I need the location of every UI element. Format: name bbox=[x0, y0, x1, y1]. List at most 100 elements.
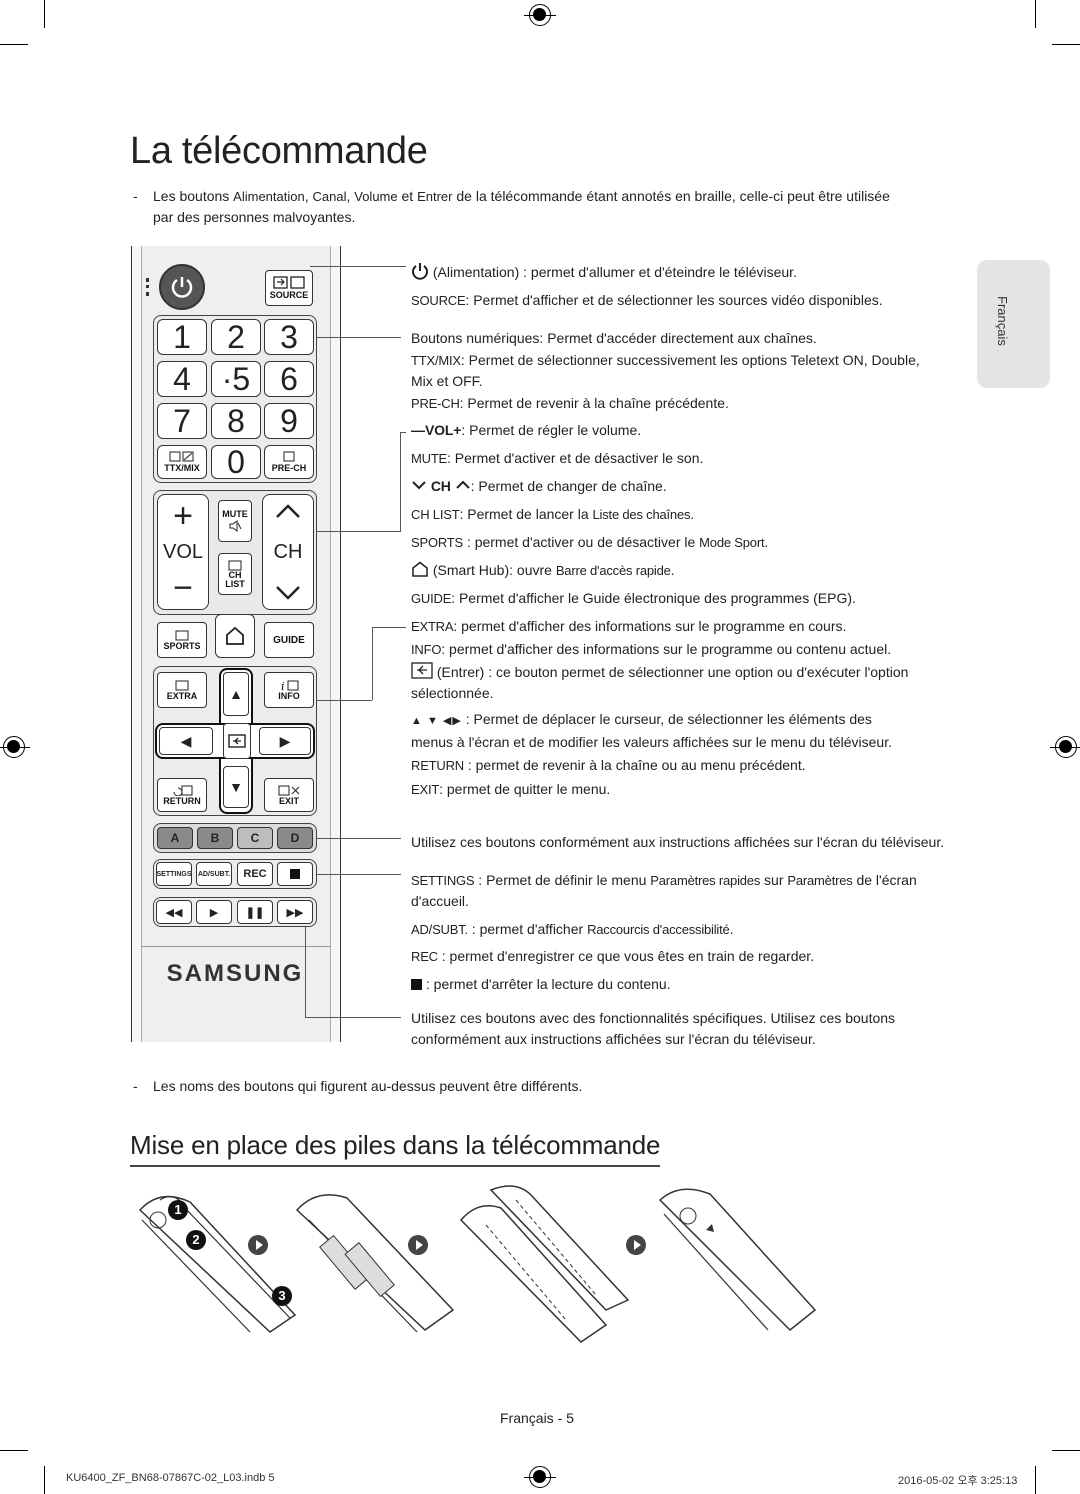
intro-text: , bbox=[304, 188, 313, 204]
desc-text: . bbox=[670, 562, 675, 578]
mute-button: MUTE bbox=[218, 500, 252, 542]
desc-key: TTX/MIX bbox=[411, 353, 461, 368]
registration-mark-icon bbox=[524, 1466, 556, 1488]
chevron-down-icon bbox=[276, 586, 300, 600]
return-icon bbox=[173, 785, 193, 796]
desc-text: : Permet de sélectionner successivement … bbox=[460, 352, 920, 368]
desc-text: : Permet de régler le volume. bbox=[461, 422, 642, 438]
ch-label: CH bbox=[273, 540, 303, 563]
ch-list-icon bbox=[228, 560, 242, 570]
desc-numbers: Boutons numériques: Permet d'accéder dir… bbox=[411, 328, 956, 349]
ch-list-label: CH bbox=[228, 569, 242, 580]
desc-text: Mix et OFF. bbox=[411, 373, 483, 389]
desc-vol: —VOL+: Permet de régler le volume. bbox=[411, 420, 956, 441]
desc-key: MUTE bbox=[411, 451, 448, 466]
ttx-mix-label: TTX/MIX bbox=[164, 463, 200, 473]
enter-button bbox=[223, 723, 251, 759]
desc-stop: : permet d'arrêter la lecture du contenu… bbox=[411, 974, 956, 995]
play-button: ▶ bbox=[196, 900, 232, 924]
source-label: SOURCE bbox=[269, 290, 309, 300]
ad-subt-button: AD/SUBT. bbox=[196, 862, 232, 886]
desc-arrows: ▲ ▼ ◀▶ : Permet de déplacer le curseur, … bbox=[411, 709, 956, 753]
desc-media: Utilisez ces boutons avec des fonctionna… bbox=[411, 1008, 956, 1050]
desc-text: : permet d'arrêter la lecture du contenu… bbox=[425, 976, 671, 992]
up-arrow-button: ▲ bbox=[223, 672, 249, 716]
leader-line bbox=[305, 1017, 401, 1019]
desc-text: : permet d'enregistrer ce que vous êtes … bbox=[437, 948, 815, 964]
registration-mark-icon bbox=[1050, 736, 1080, 758]
desc-text: : Permet de changer de chaîne. bbox=[470, 478, 667, 494]
pause-button: ❚❚ bbox=[237, 900, 273, 924]
leader-line bbox=[317, 700, 372, 702]
desc-enter: (Entrer) : ce bouton permet de sélection… bbox=[411, 662, 956, 704]
return-label: RETURN bbox=[163, 795, 201, 806]
desc-ui-term: Paramètres bbox=[787, 873, 853, 888]
home-icon bbox=[412, 561, 428, 577]
guide-button: GUIDE bbox=[264, 622, 314, 658]
desc-ui-term: Mode Sport bbox=[699, 535, 765, 550]
crop-mark bbox=[0, 1450, 28, 1451]
sports-icon bbox=[175, 630, 189, 640]
footer-timestamp: 2016-05-02 오후 3:25:13 bbox=[898, 1475, 1018, 1487]
digit-2-button: 2 bbox=[211, 319, 261, 355]
exit-icon bbox=[278, 785, 300, 795]
brand-logo: SAMSUNG bbox=[166, 960, 304, 987]
vol-label: VOL bbox=[162, 540, 204, 563]
color-key-c: C bbox=[237, 827, 273, 849]
braille-dots bbox=[146, 278, 150, 296]
desc-text: : Permet de définir le menu bbox=[474, 872, 651, 888]
crop-mark bbox=[44, 0, 45, 28]
side-tab-label: Français bbox=[995, 296, 1010, 346]
chevron-up-icon bbox=[455, 480, 470, 489]
color-key-d: D bbox=[277, 827, 313, 849]
power-icon bbox=[412, 263, 428, 280]
pre-ch-button: PRE-CH bbox=[264, 445, 314, 479]
stop-button bbox=[277, 862, 313, 886]
exit-label: EXIT bbox=[278, 795, 299, 806]
channel-rocker: CH bbox=[262, 494, 314, 610]
digit-4-button: 4 bbox=[157, 361, 207, 397]
desc-text: : permet de quitter le menu. bbox=[439, 781, 611, 797]
extra-icon bbox=[175, 680, 189, 690]
desc-key: RETURN bbox=[411, 758, 464, 773]
desc-key: EXTRA bbox=[411, 619, 454, 634]
color-key-a: A bbox=[157, 827, 193, 849]
crop-mark bbox=[1052, 1450, 1080, 1451]
names-note: - Les noms des boutons qui figurent au-d… bbox=[133, 1076, 953, 1097]
desc-text: : Permet de lancer la bbox=[459, 506, 593, 522]
crop-mark bbox=[0, 44, 28, 45]
next-step-arrow-icon bbox=[408, 1235, 428, 1255]
desc-prech: PRE-CH: Permet de revenir à la chaîne pr… bbox=[411, 393, 956, 414]
intro-key: Volume bbox=[354, 189, 398, 204]
leader-line bbox=[400, 432, 402, 532]
desc-ttx: TTX/MIX: Permet de sélectionner successi… bbox=[411, 350, 956, 392]
volume-rocker: + VOL − bbox=[157, 494, 209, 610]
enter-icon bbox=[411, 662, 433, 679]
next-step-arrow-icon bbox=[626, 1235, 646, 1255]
desc-text: : Permet de revenir à la chaîne précéden… bbox=[459, 395, 729, 411]
leader-line bbox=[400, 432, 406, 434]
intro-key: Alimentation bbox=[233, 189, 305, 204]
desc-text: . bbox=[729, 921, 734, 937]
desc-ch: CH : Permet de changer de chaîne. bbox=[411, 476, 956, 497]
desc-guide: GUIDE: Permet d'afficher le Guide électr… bbox=[411, 588, 956, 609]
desc-key: CH bbox=[430, 478, 451, 494]
page-title: La télécommande bbox=[130, 130, 428, 172]
desc-key: GUIDE bbox=[411, 591, 452, 606]
battery-step-1-illustration bbox=[138, 1195, 297, 1333]
desc-sports: SPORTS : permet d'activer ou de désactiv… bbox=[411, 532, 956, 553]
digit-9-button: 9 bbox=[264, 403, 314, 439]
dpad: ▲ ◀ ▶ ▼ bbox=[155, 668, 315, 816]
sports-button: SPORTS bbox=[157, 622, 207, 658]
note-text: Les noms des boutons qui figurent au-des… bbox=[153, 1078, 583, 1094]
intro-text: et bbox=[397, 188, 418, 204]
digit-7-button: 7 bbox=[157, 403, 207, 439]
guide-label: GUIDE bbox=[273, 634, 305, 646]
battery-step-4-illustration bbox=[658, 1188, 817, 1332]
desc-key: PRE-CH bbox=[411, 396, 460, 411]
desc-text: conformément aux instructions affichées … bbox=[411, 1031, 816, 1047]
return-button: RETURN bbox=[157, 778, 207, 812]
minus-icon: − bbox=[173, 569, 193, 607]
stop-icon bbox=[290, 869, 300, 879]
right-arrow-button: ▶ bbox=[259, 727, 311, 755]
